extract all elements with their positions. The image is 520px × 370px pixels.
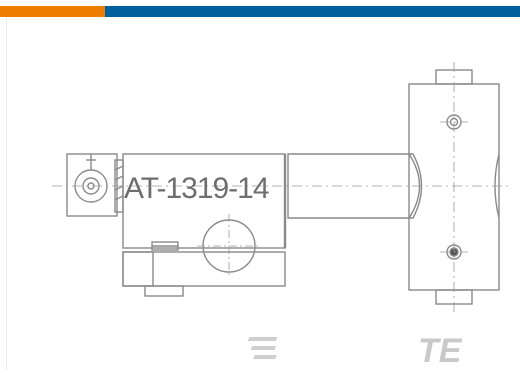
lower-clamp: [122, 251, 286, 287]
te-logo-text: TE: [418, 332, 463, 370]
part-number-label: AT-1319-14: [124, 172, 269, 205]
header-accent-blue: [105, 6, 520, 17]
te-connectivity-logo-icon: TE: [247, 332, 463, 370]
shaft: [287, 153, 423, 219]
knob-body: [66, 153, 118, 217]
header-accent-orange: [0, 6, 105, 17]
centerlines: [52, 62, 512, 312]
left-border-line: [6, 17, 7, 370]
lower-clamp-foot: [144, 285, 184, 297]
